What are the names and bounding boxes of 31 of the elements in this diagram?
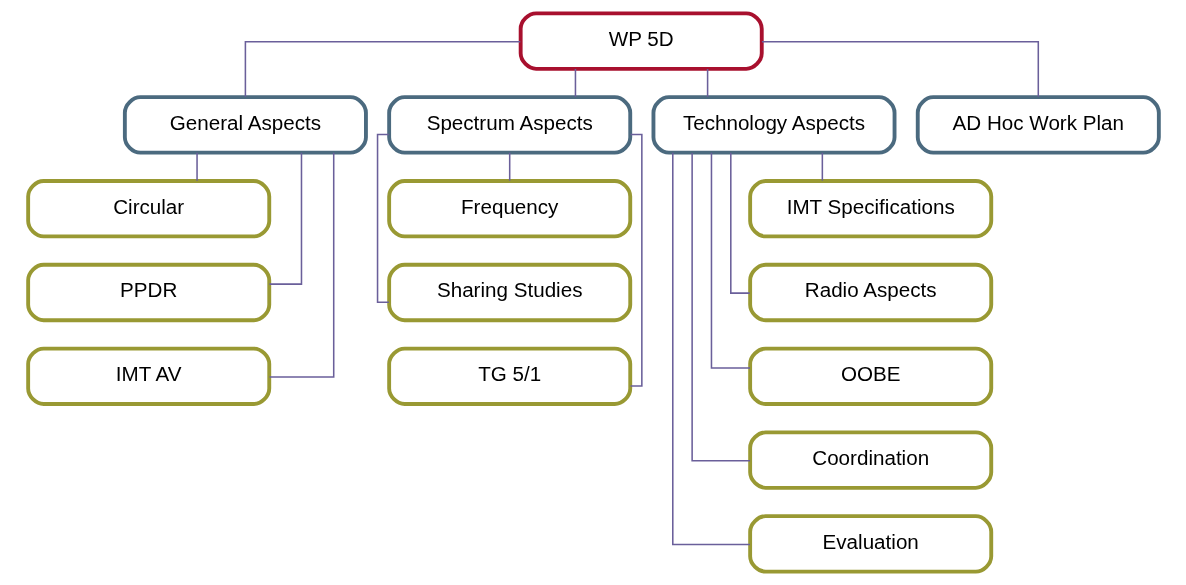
connector — [268, 151, 302, 285]
node-box: Frequency — [386, 179, 632, 239]
node-box: IMT AV — [25, 346, 271, 406]
node-box: Technology Aspects — [651, 95, 896, 155]
node-box: OOBE — [747, 346, 993, 406]
connector — [268, 152, 334, 378]
connector — [244, 40, 521, 98]
node-box: Coordination — [747, 430, 993, 490]
node-box: PPDR — [25, 262, 271, 323]
connector — [710, 152, 751, 369]
connector — [629, 133, 643, 387]
node-box: Evaluation — [747, 514, 993, 574]
connector — [574, 68, 576, 98]
connector — [508, 152, 510, 182]
connector — [760, 40, 1039, 98]
node-box: General Aspects — [122, 95, 368, 155]
connector — [821, 152, 823, 182]
connector — [376, 133, 390, 303]
node-box: AD Hoc Work Plan — [915, 95, 1161, 155]
node-box: Sharing Studies — [386, 262, 632, 323]
node-box: Radio Aspects — [747, 262, 993, 323]
node-box: TG 5/1 — [386, 346, 632, 406]
connector — [706, 68, 708, 98]
connector — [729, 151, 750, 294]
connector — [690, 152, 751, 462]
node-box: Circular — [25, 179, 271, 239]
connector — [195, 152, 198, 182]
node-box: IMT Specifications — [747, 179, 993, 239]
node-box: Spectrum Aspects — [386, 95, 632, 155]
node-box: WP 5D — [518, 11, 764, 71]
connector — [671, 152, 751, 546]
